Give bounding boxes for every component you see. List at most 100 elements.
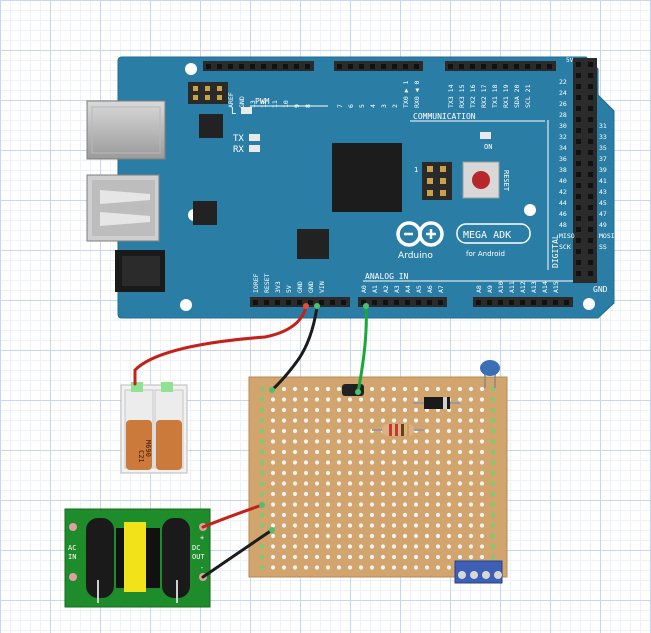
pwm-label: PWM xyxy=(255,97,270,106)
wire-psu-negative xyxy=(201,528,274,579)
pin-label-top-left-1: GND xyxy=(238,96,246,108)
led-rx xyxy=(249,145,260,152)
pin-label-top-left-2: 13 xyxy=(249,100,257,108)
header-top-right xyxy=(445,61,556,71)
icsp-header-left xyxy=(188,82,228,104)
pin-label-analog-b-6: A14 xyxy=(541,281,549,293)
led-tx-label: TX xyxy=(233,134,244,144)
header-digital-right xyxy=(573,58,597,283)
perfboard-holes xyxy=(259,386,496,570)
pin-label-top-right-2: TX2 16 xyxy=(469,84,477,108)
psu-minus-label: - xyxy=(200,564,204,572)
pin-label-digital-l-9: 40 xyxy=(559,177,567,185)
pin-label-digital-l-6: 34 xyxy=(559,144,567,152)
arduino-logo xyxy=(396,221,444,247)
pin-label-analog-a-4: A4 xyxy=(404,285,412,293)
usb-b-connector xyxy=(86,100,166,160)
pin-label-analog-b-2: A10 xyxy=(497,281,505,293)
psu-in-label: IN xyxy=(68,553,76,561)
usb-host-chip xyxy=(297,229,329,259)
pin-label-top-mid-3: 4 xyxy=(369,104,377,108)
pin-label-power-1: RESET xyxy=(263,273,271,293)
pin-label-analog-a-2: A2 xyxy=(382,285,390,293)
reset-label: RESET xyxy=(502,170,510,192)
pin-label-analog-b-1: A9 xyxy=(486,285,494,293)
pin-label-top-right-0: TX3 14 xyxy=(447,84,455,108)
pin-label-digital-l-3: 28 xyxy=(559,111,567,119)
pin-label-analog-a-5: A5 xyxy=(415,285,423,293)
pin-label-top-mid-0: 7 xyxy=(336,104,344,108)
pin-label-analog-a-1: A1 xyxy=(371,285,379,293)
wire-a0-to-perfboard xyxy=(356,304,368,394)
voltage-regulator xyxy=(193,201,217,225)
usb-chip xyxy=(199,114,223,138)
pin-label-top-mid-5: 2 xyxy=(391,104,399,108)
pin-label-digital-l-11: 44 xyxy=(559,199,567,207)
led-on xyxy=(480,132,491,139)
perfboard xyxy=(248,376,508,578)
pin-label-top-left-6: 9 xyxy=(293,104,301,108)
atmega-mcu xyxy=(332,143,402,212)
wires xyxy=(133,304,368,579)
psu-out-label: OUT xyxy=(192,553,205,561)
pin-label-top-left-0: AREF xyxy=(227,92,235,108)
pin-label-digital-l-0: 22 xyxy=(559,78,567,86)
board-subtitle: for Android xyxy=(466,250,505,258)
dc-barrel-jack xyxy=(115,250,165,292)
pin-label-top-right-5: RX1 19 xyxy=(502,84,510,108)
psu-dc-label: DC xyxy=(192,544,200,552)
pin-label-digital-r-9: 41 xyxy=(599,177,607,185)
led-rx-label: RX xyxy=(233,145,244,155)
pin-label-top-mid-2: 5 xyxy=(358,104,366,108)
pin-label-power-5: GND xyxy=(307,281,315,293)
5v-top-label: 5V xyxy=(566,57,574,64)
pin-label-top-mid-6: TX0 ▶ 1 xyxy=(402,81,410,108)
pin-label-digital-r-8: 39 xyxy=(599,166,607,174)
pin-label-digital-l-4: 30 xyxy=(559,122,567,130)
pin-label-digital-l-1: 24 xyxy=(559,89,567,97)
pin-label-top-right-3: RX2 17 xyxy=(480,84,488,108)
pin-label-digital-l-5: 32 xyxy=(559,133,567,141)
pin-label-digital-r-12: 47 xyxy=(599,210,607,218)
psu-ac-label: AC xyxy=(68,544,76,552)
pin-label-digital-l-12: 46 xyxy=(559,210,567,218)
digital-label: DIGITAL xyxy=(551,234,560,268)
screw-terminal xyxy=(454,560,503,584)
pin-label-top-mid-7: RX0 ◀ 0 xyxy=(413,81,421,108)
led-l xyxy=(241,107,252,114)
icsp-header-right: 1 xyxy=(414,162,452,200)
wire-psu-positive xyxy=(201,503,264,529)
gnd-right-label: GND xyxy=(593,285,608,294)
pin-label-power-6: VIN xyxy=(318,281,326,293)
pin-label-analog-a-6: A6 xyxy=(426,285,434,293)
resistor xyxy=(372,424,424,436)
wire-5v-to-relay xyxy=(133,305,308,386)
pin-label-power-2: 3V3 xyxy=(274,281,282,293)
led-on-label: ON xyxy=(484,143,492,151)
pin-label-analog-b-7: A15 xyxy=(552,281,560,293)
pin-label-digital-r-4: 31 xyxy=(599,122,607,130)
pin-label-digital-l-10: 42 xyxy=(559,188,567,196)
pin-label-top-right-4: TX1 18 xyxy=(491,84,499,108)
pin-label-digital-r-11: 45 xyxy=(599,199,607,207)
pin-label-analog-b-5: A13 xyxy=(530,281,538,293)
reset-button[interactable] xyxy=(462,161,500,199)
pin-label-power-3: 5V xyxy=(285,285,293,293)
relay-marking-1: C21 xyxy=(137,450,145,463)
pin-label-top-left-4: 11 xyxy=(271,100,279,108)
pin-label-digital-l-8: 38 xyxy=(559,166,567,174)
pin-label-top-left-5: 10 xyxy=(282,100,290,108)
pin-label-analog-a-7: A7 xyxy=(437,285,445,293)
led-tx xyxy=(249,134,260,141)
pin-label-digital-l-7: 36 xyxy=(559,155,567,163)
pin-label-power-4: GND xyxy=(296,281,304,293)
arduino-brand: Arduino xyxy=(398,251,433,261)
pin-label-top-right-7: SCL 21 xyxy=(524,84,532,108)
pin-label-digital-r-7: 37 xyxy=(599,155,607,163)
psu-plus-label: + xyxy=(200,534,204,542)
pin-label-digital-l-14: MISO xyxy=(559,232,575,240)
pin-label-digital-l-2: 26 xyxy=(559,100,567,108)
pin-label-analog-a-3: A3 xyxy=(393,285,401,293)
